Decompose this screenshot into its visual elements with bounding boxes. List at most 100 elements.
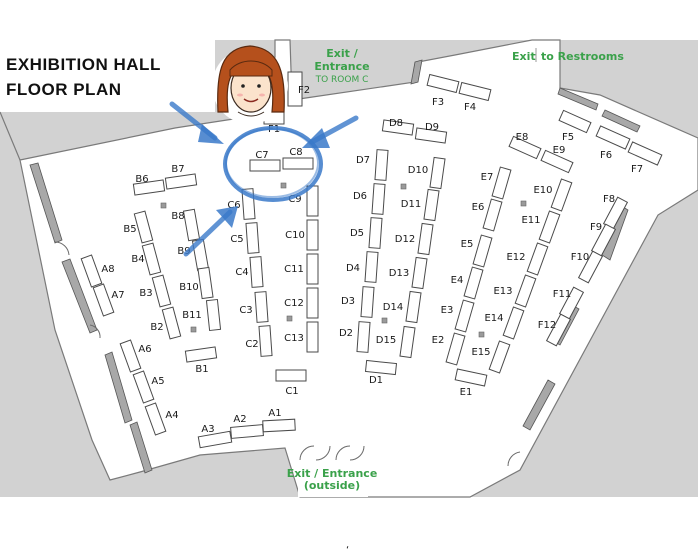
booth-box[interactable]: [458, 81, 492, 102]
booth-box[interactable]: [405, 290, 422, 324]
booth-c2[interactable]: C2: [245, 325, 273, 357]
booth-box[interactable]: [197, 266, 214, 300]
booth-f10[interactable]: F10: [571, 250, 604, 284]
booth-box[interactable]: [306, 321, 319, 353]
booth-e7[interactable]: E7: [481, 166, 512, 200]
booth-box[interactable]: [399, 325, 416, 359]
booth-d9[interactable]: D9: [414, 122, 448, 144]
booth-f5[interactable]: F5: [558, 109, 592, 143]
booth-d6[interactable]: D6: [353, 183, 386, 215]
booth-box[interactable]: [488, 340, 511, 374]
booth-box[interactable]: [445, 332, 466, 366]
booth-d11[interactable]: D11: [401, 188, 440, 222]
booth-e2[interactable]: E2: [432, 332, 466, 366]
booth-d1[interactable]: D1: [364, 359, 398, 386]
booth-box[interactable]: [119, 339, 142, 373]
booth-d4[interactable]: D4: [346, 251, 379, 283]
booth-box[interactable]: [558, 109, 592, 134]
booth-f3[interactable]: F3: [426, 73, 460, 108]
booth-b2[interactable]: B2: [150, 306, 182, 340]
booth-box[interactable]: [92, 283, 115, 317]
booth-box[interactable]: [282, 157, 314, 170]
booth-c7[interactable]: C7: [249, 150, 281, 172]
booth-box[interactable]: [306, 219, 319, 251]
booth-box[interactable]: [245, 222, 260, 254]
booth-d8[interactable]: D8: [381, 118, 415, 136]
booth-box[interactable]: [364, 359, 398, 376]
booth-box[interactable]: [627, 141, 663, 166]
booth-b4[interactable]: B4: [131, 242, 162, 276]
booth-d10[interactable]: D10: [408, 156, 446, 190]
booth-box[interactable]: [491, 166, 512, 200]
booth-a8[interactable]: A8: [80, 254, 115, 288]
exit-restrooms[interactable]: Exit to Restrooms: [512, 48, 624, 63]
booth-box[interactable]: [463, 266, 484, 300]
booth-e4[interactable]: E4: [451, 266, 484, 300]
booth-f2[interactable]: F2: [287, 71, 310, 107]
booth-b7[interactable]: B7: [164, 164, 198, 190]
booth-c5[interactable]: C5: [230, 222, 260, 254]
booth-e15[interactable]: E15: [471, 340, 511, 374]
booth-c12[interactable]: C12: [284, 287, 319, 319]
booth-box[interactable]: [356, 321, 371, 353]
booth-box[interactable]: [164, 173, 198, 190]
booth-e9[interactable]: E9: [540, 145, 574, 174]
booth-box[interactable]: [526, 242, 549, 276]
booth-a4[interactable]: A4: [144, 402, 179, 436]
booth-d15[interactable]: D15: [376, 325, 416, 359]
booth-d3[interactable]: D3: [341, 286, 375, 318]
booth-b11[interactable]: B11: [182, 298, 222, 332]
booth-box[interactable]: [258, 325, 273, 357]
booth-box[interactable]: [249, 159, 281, 172]
booth-f4[interactable]: F4: [458, 81, 492, 113]
booth-box[interactable]: [545, 313, 572, 347]
booth-d2[interactable]: D2: [339, 321, 371, 353]
booth-e12[interactable]: E12: [506, 242, 549, 276]
booth-e14[interactable]: E14: [484, 306, 525, 340]
booth-box[interactable]: [275, 369, 307, 382]
booth-box[interactable]: [133, 210, 154, 244]
booth-box[interactable]: [426, 73, 460, 94]
booth-e6[interactable]: E6: [472, 198, 503, 232]
booth-a5[interactable]: A5: [132, 370, 165, 404]
booth-box[interactable]: [414, 127, 448, 144]
booth-b6[interactable]: B6: [132, 174, 166, 196]
booth-box[interactable]: [230, 424, 264, 439]
booth-b8[interactable]: B8: [171, 208, 201, 242]
booth-d5[interactable]: D5: [350, 217, 383, 249]
booth-a6[interactable]: A6: [119, 339, 152, 373]
booth-box[interactable]: [249, 256, 264, 288]
booth-box[interactable]: [454, 368, 488, 387]
booth-box[interactable]: [364, 251, 379, 283]
booth-d14[interactable]: D14: [383, 290, 422, 324]
booth-box[interactable]: [360, 286, 375, 318]
exit-outside[interactable]: Exit / Entrance (outside): [287, 462, 378, 497]
booth-a2[interactable]: A2: [230, 414, 264, 439]
booth-box[interactable]: [368, 217, 383, 249]
booth-d12[interactable]: D12: [395, 222, 434, 256]
booth-e13[interactable]: E13: [493, 274, 537, 308]
booth-box[interactable]: [502, 306, 525, 340]
booth-box[interactable]: [577, 250, 604, 284]
booth-c1[interactable]: C1: [275, 369, 307, 397]
booth-box[interactable]: [595, 125, 631, 150]
booth-box[interactable]: [371, 183, 386, 215]
booth-box[interactable]: [374, 149, 389, 181]
booth-box[interactable]: [184, 346, 218, 363]
booth-d7[interactable]: D7: [356, 149, 389, 181]
booth-box[interactable]: [508, 135, 542, 160]
booth-box[interactable]: [197, 430, 233, 449]
booth-box[interactable]: [482, 198, 503, 232]
exit-room-c[interactable]: Exit / Entrance TO ROOM C: [314, 47, 369, 85]
booth-e10[interactable]: E10: [533, 178, 573, 212]
booth-f7[interactable]: F7: [627, 141, 663, 175]
booth-f6[interactable]: F6: [595, 125, 631, 161]
booth-box[interactable]: [417, 222, 434, 256]
booth-box[interactable]: [411, 256, 428, 290]
booth-box[interactable]: [538, 210, 561, 244]
booth-e8[interactable]: E8: [508, 132, 542, 160]
booth-c11[interactable]: C11: [284, 253, 319, 285]
booth-e3[interactable]: E3: [441, 299, 475, 333]
booth-box[interactable]: [454, 299, 475, 333]
booth-box[interactable]: [182, 208, 201, 242]
